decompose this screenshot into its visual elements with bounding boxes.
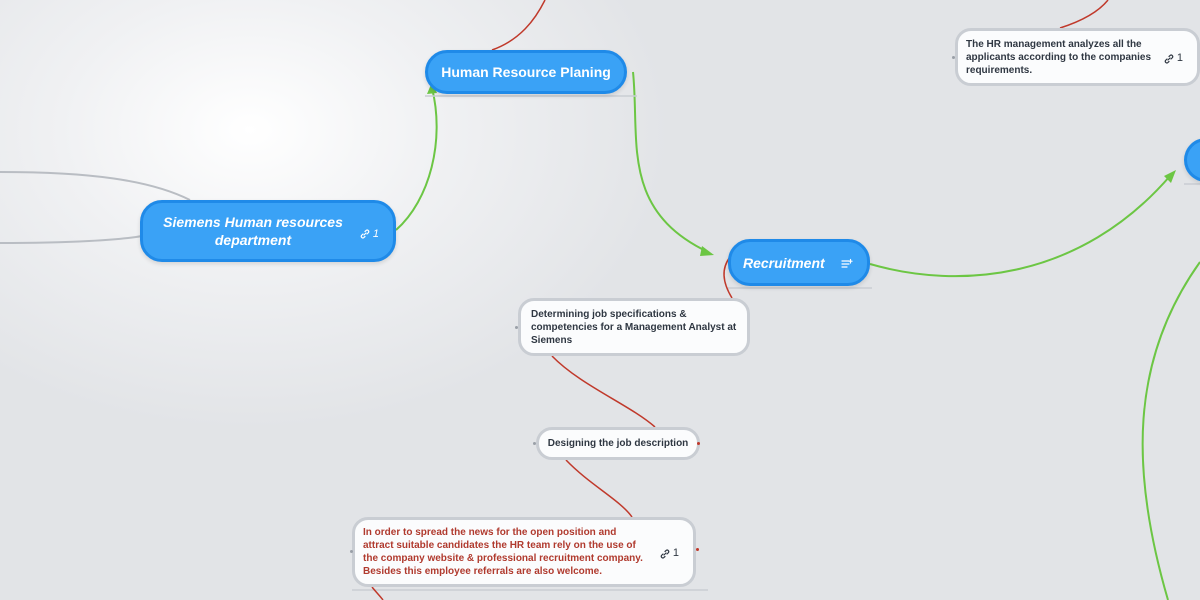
spread-news-label: In order to spread the news for the open…	[363, 527, 643, 577]
job-description-node[interactable]: Designing the job description	[536, 427, 700, 460]
hr-planing-label: Human Resource Planing	[441, 64, 611, 80]
link-icon	[360, 229, 370, 239]
edge-recruitment-to-jobspecs	[723, 256, 733, 299]
edge-hr-planing-up	[491, 0, 546, 51]
root-link-badge[interactable]: 1	[359, 225, 379, 243]
edge-root-offscreen-2	[0, 235, 143, 244]
edge-jobdesc-to-spreadnews	[565, 459, 633, 518]
hr-analyzes-link-badge[interactable]: 1	[1163, 52, 1183, 65]
root-node[interactable]: Siemens Human resources department 1	[140, 200, 396, 262]
spread-news-node[interactable]: In order to spread the news for the open…	[352, 517, 696, 587]
connector-dot	[533, 442, 536, 445]
link-icon	[660, 548, 670, 559]
edge-root-offscreen-1	[0, 171, 191, 201]
hr-planing-node[interactable]: Human Resource Planing	[425, 50, 627, 94]
arrow-recruitment	[700, 246, 714, 256]
hr-analyzes-link-count: 1	[1176, 52, 1183, 64]
job-specs-node[interactable]: Determining job specifications & compete…	[518, 298, 750, 356]
spread-news-link-count: 1	[672, 547, 679, 559]
connector-dot	[515, 326, 518, 329]
connector-dot	[696, 548, 699, 551]
root-link-count: 1	[372, 228, 379, 240]
job-specs-label: Determining job specifications & compete…	[531, 308, 737, 346]
edge-spreadnews-down	[371, 586, 384, 600]
recruitment-node[interactable]: Recruitment	[728, 239, 870, 286]
notes-icon[interactable]	[841, 258, 853, 270]
connector-dot	[697, 442, 700, 445]
edge-hr-planing-to-recruitment	[632, 71, 709, 253]
hr-analyzes-label: The HR management analyzes all the appli…	[966, 38, 1152, 76]
root-node-label: Siemens Human resources department	[163, 214, 343, 248]
link-icon	[1164, 53, 1174, 64]
edge-recruitment-to-right	[869, 175, 1171, 278]
edge-root-to-hr-planing	[395, 87, 438, 231]
edge-jobspecs-to-jobdesc	[551, 355, 656, 428]
spread-news-link-badge[interactable]: 1	[659, 547, 679, 560]
job-description-label: Designing the job description	[547, 438, 689, 449]
recruitment-label: Recruitment	[743, 254, 825, 271]
arrow-right-node	[1164, 170, 1176, 183]
edge-hr-analyzes-up	[1059, 0, 1109, 29]
hr-analyzes-node[interactable]: The HR management analyzes all the appli…	[955, 28, 1200, 86]
edge-right-branch-down	[1141, 261, 1200, 600]
connector-dot	[350, 550, 353, 553]
connector-dot	[952, 56, 955, 59]
